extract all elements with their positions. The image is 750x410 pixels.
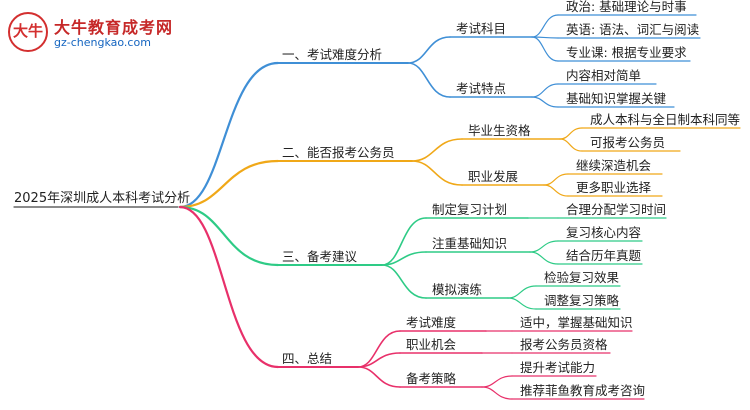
- subtopic-4-2-label: 职业机会: [406, 337, 457, 352]
- subtopic-connector-2-1: [411, 138, 463, 162]
- leaf-4-1-1-label: 适中，掌握基础知识: [520, 315, 633, 330]
- leaf-1-1-2-label: 英语: 语法、词汇与阅读: [566, 22, 700, 37]
- branch-connector-1: [178, 61, 280, 209]
- subtopic-2-1-label: 毕业生资格: [468, 123, 531, 138]
- subtopic-connector-3-1: [381, 217, 427, 266]
- leaf-2-1-2-label: 可报考公务员: [590, 135, 666, 150]
- leaf-connector-2-1-2: [559, 138, 583, 152]
- subtopic-2-2-label: 职业发展: [468, 169, 519, 184]
- leaf-4-3-1-label: 提升考试能力: [520, 360, 596, 375]
- subtopic-connector-3-3: [381, 264, 427, 299]
- subtopic-4-3-label: 备考策略: [406, 371, 457, 386]
- subtopic-connector-1-1: [407, 36, 451, 64]
- leaf-1-2-1-label: 内容相对简单: [566, 68, 642, 83]
- leaf-3-2-1-label: 复习核心内容: [566, 225, 642, 240]
- leaf-connector-3-2-1: [529, 240, 559, 253]
- subtopic-connector-4-1: [357, 330, 401, 368]
- branch-2-label: 二、能否报考公务员: [282, 145, 395, 160]
- logo-title: 大牛教育成考网: [54, 18, 174, 37]
- subtopic-3-2-label: 注重基础知识: [432, 236, 508, 251]
- leaf-connector-1-1-1: [531, 14, 559, 38]
- leaf-3-2-2-label: 结合历年真题: [566, 248, 642, 263]
- logo-url: gz-chengkao.com: [54, 36, 151, 49]
- site-logo: 大牛 大牛教育成考网 gz-chengkao.com: [8, 12, 218, 56]
- subtopic-1-2-label: 考试特点: [456, 81, 507, 96]
- leaf-4-2-1-label: 报考公务员资格: [520, 337, 608, 352]
- subtopic-1-1-label: 考试科目: [456, 21, 507, 36]
- leaf-3-1-1-label: 合理分配学习时间: [566, 202, 667, 217]
- leaf-connector-2-2-2: [543, 184, 569, 197]
- leaf-connector-4-3-2: [481, 386, 513, 400]
- subtopic-4-1-label: 考试难度: [406, 315, 457, 330]
- subtopic-3-1-label: 制定复习计划: [432, 202, 508, 217]
- leaf-connector-3-3-1: [507, 285, 537, 299]
- logo-badge-text: 大牛: [12, 22, 43, 40]
- branch-1-label: 一、考试难度分析: [282, 47, 383, 62]
- leaf-2-2-1-label: 继续深造机会: [576, 158, 652, 173]
- leaf-1-1-1-label: 政治: 基础理论与时事: [566, 0, 687, 14]
- branch-connector-4: [178, 205, 280, 369]
- leaf-4-3-2-label: 推荐菲鱼教育成考咨询: [520, 383, 646, 398]
- leaf-1-2-2-label: 基础知识掌握关键: [566, 91, 667, 106]
- leaf-2-1-1-label: 成人本科与全日制本科同等: [590, 112, 741, 127]
- leaf-connector-3-3-2: [507, 297, 537, 310]
- root-node-label: 2025年深圳成人本科考试分析: [14, 191, 191, 206]
- branch-3-label: 三、备考建议: [282, 249, 358, 264]
- leaf-connector-3-2-2: [529, 251, 559, 265]
- subtopic-connector-4-3: [357, 366, 401, 388]
- leaf-2-2-2-label: 更多职业选择: [576, 180, 652, 195]
- leaf-connector-1-1-3: [531, 36, 559, 62]
- leaf-3-3-2-label: 调整复习策略: [544, 293, 620, 308]
- leaf-connector-1-2-1: [531, 83, 559, 98]
- leaf-3-3-1-label: 检验复习效果: [544, 270, 620, 285]
- subtopic-connector-2-2: [411, 160, 463, 186]
- leaf-1-1-3-label: 专业课: 根据专业要求: [566, 45, 687, 60]
- logo-badge-icon: 大牛: [8, 12, 48, 52]
- subtopic-connector-1-2: [407, 62, 451, 98]
- subtopic-3-3-label: 模拟演练: [432, 282, 483, 297]
- leaf-connector-2-1-1: [559, 127, 583, 140]
- branch-connector-2: [178, 159, 280, 209]
- branch-4-label: 四、总结: [282, 351, 333, 366]
- leaf-connector-1-2-2: [531, 96, 559, 108]
- leaf-connector-2-2-1: [543, 173, 569, 186]
- subtopic-connector-3-2: [381, 251, 427, 266]
- branch-connector-3: [178, 205, 280, 267]
- leaf-connector-4-3-1: [481, 375, 513, 388]
